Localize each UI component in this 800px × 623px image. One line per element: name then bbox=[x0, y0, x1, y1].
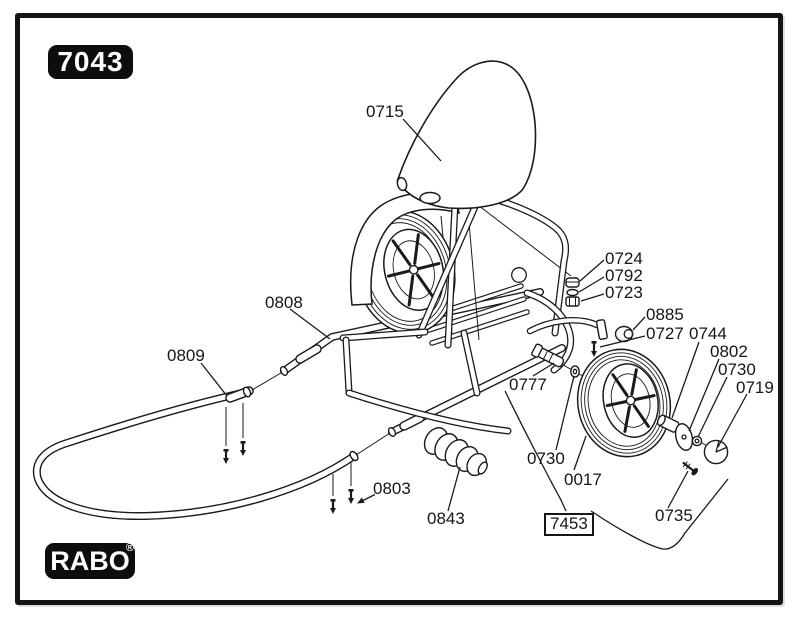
part-label-0843: 0843 bbox=[427, 509, 465, 528]
part-label-0803: 0803 bbox=[373, 479, 411, 498]
part-label-0885: 0885 bbox=[646, 305, 684, 324]
part-label-0719: 0719 bbox=[736, 378, 774, 397]
model-number-badge: 7043 bbox=[48, 45, 133, 79]
part-label-0802: 0802 bbox=[710, 342, 748, 361]
part-label-0735: 0735 bbox=[655, 506, 693, 525]
part-label-0727: 0727 bbox=[646, 324, 684, 343]
part-label-7453-boxed: 7453 bbox=[544, 513, 594, 536]
part-label-0792: 0792 bbox=[605, 266, 643, 285]
registered-trademark-mark: ® bbox=[125, 542, 134, 554]
page-border bbox=[15, 13, 783, 605]
part-label-0808: 0808 bbox=[265, 293, 303, 312]
part-label-0017: 0017 bbox=[564, 470, 602, 489]
part-label-0730-upper: 0730 bbox=[718, 360, 756, 379]
part-label-0809: 0809 bbox=[167, 346, 205, 365]
part-label-0777: 0777 bbox=[509, 375, 547, 394]
brand-name: RABO bbox=[50, 546, 130, 576]
part-label-0730-lower: 0730 bbox=[527, 449, 565, 468]
part-label-0744: 0744 bbox=[689, 324, 727, 343]
part-label-0723: 0723 bbox=[605, 283, 643, 302]
part-label-0724: 0724 bbox=[605, 249, 643, 268]
brand-logo-badge: RABO ® bbox=[45, 543, 135, 579]
part-label-0715: 0715 bbox=[366, 102, 404, 121]
